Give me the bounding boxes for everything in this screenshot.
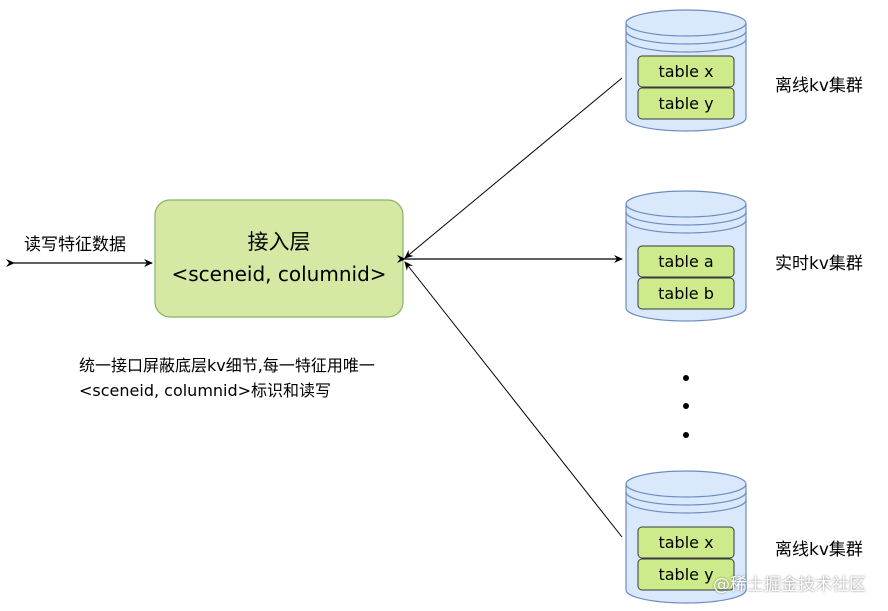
cluster-2-table-2: table b (658, 284, 714, 303)
cluster-3-cylinder (625, 470, 747, 604)
access-layer-subtitle: <sceneid, columnid> (171, 262, 386, 286)
annotation-line-2: <sceneid, columnid>标识和读写 (79, 381, 332, 400)
ellipsis-dot-2 (683, 403, 689, 409)
ellipsis-dot-1 (683, 375, 689, 381)
cluster-3-table-1: table x (658, 533, 713, 552)
cluster-1-label: 离线kv集群 (775, 76, 863, 96)
left-io-label: 读写特征数据 (24, 235, 126, 255)
access-layer-box (154, 199, 404, 318)
cluster-1-table-1: table x (658, 62, 713, 81)
watermark: @稀土掘金技术社区 (713, 575, 866, 595)
line-to-offline-cluster-top (404, 77, 623, 259)
cluster-2-table-1: table a (658, 252, 713, 271)
line-to-offline-cluster-bottom (404, 261, 623, 538)
cluster-3-label: 离线kv集群 (775, 540, 863, 560)
annotation-line-1: 统一接口屏蔽底层kv细节,每一特征用唯一 (79, 356, 375, 375)
cluster-2-label: 实时kv集群 (775, 254, 863, 274)
cluster-3-table-2: table y (658, 565, 713, 584)
access-layer-title: 接入层 (248, 230, 311, 254)
cluster-1-table-2: table y (658, 94, 713, 113)
cluster-2-cylinder (625, 190, 747, 322)
cluster-1-cylinder (625, 9, 747, 132)
ellipsis-dot-3 (683, 432, 689, 438)
